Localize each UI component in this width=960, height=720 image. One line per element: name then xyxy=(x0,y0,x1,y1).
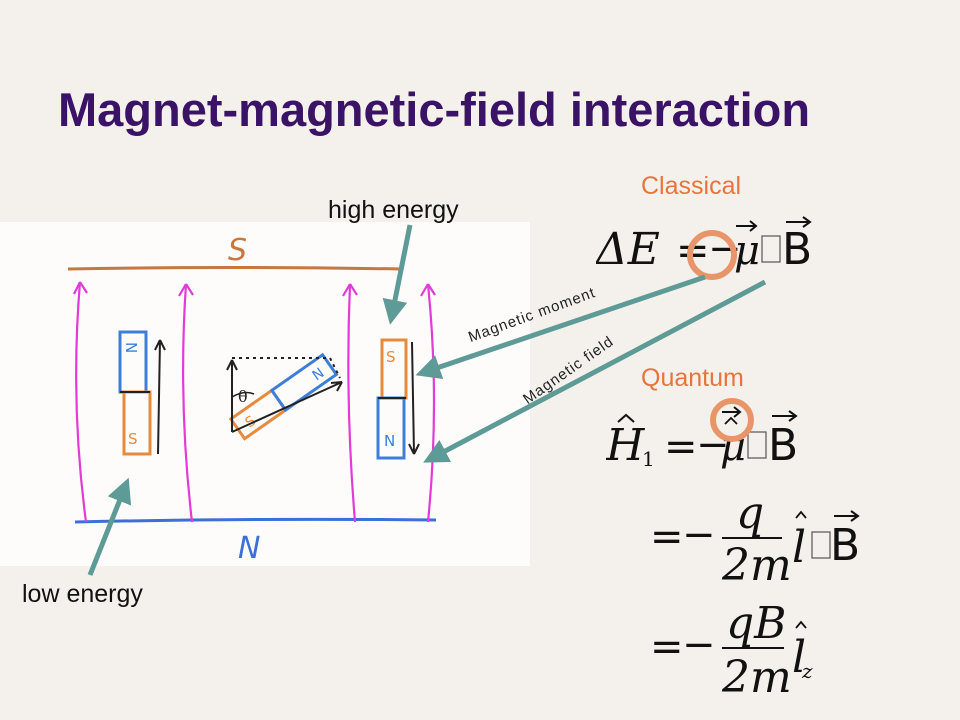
quantum-equation-1: H 1 = − μ B xyxy=(605,402,826,472)
fraction-numerator: q xyxy=(736,488,764,539)
equals-sign: = xyxy=(650,624,684,670)
mu-hat xyxy=(724,416,738,425)
hamiltonian-subscript: 1 xyxy=(642,447,655,471)
angle-theta-label: θ xyxy=(238,387,248,406)
mu-vector-arrow xyxy=(722,406,742,418)
classical-heading: Classical xyxy=(641,172,742,200)
low-energy-arrow xyxy=(87,477,132,576)
minus-sign: − xyxy=(682,512,716,558)
delta-e-term: ΔE xyxy=(596,224,660,275)
south-pole-line xyxy=(67,266,401,271)
north-pole-label: N xyxy=(238,531,260,566)
hamiltonian-term: H xyxy=(606,420,646,471)
equals-sign: = xyxy=(650,514,684,560)
quantum-equation-2: = − q 2m l B xyxy=(650,488,880,591)
b-vector-arrow xyxy=(786,216,812,228)
quantum-equation-1-svg: H 1 = − μ B xyxy=(605,406,798,471)
quantum-equation-3: = − qB 2m l z xyxy=(650,598,850,703)
right-magnet-n-label: N xyxy=(384,432,395,450)
dot-box xyxy=(747,431,767,459)
b-term: B xyxy=(768,420,798,471)
sketch-panel: S N N S S N θ xyxy=(0,222,530,566)
quantum-equation-3-svg: = − qB 2m l z xyxy=(650,598,813,703)
minus-sign: − xyxy=(682,622,716,668)
field-line-1-head xyxy=(73,281,88,295)
quantum-equation-2-svg: = − q 2m l B xyxy=(650,488,860,591)
slide-title: Magnet-magnetic-field interaction xyxy=(58,83,811,136)
fraction-numerator: qB xyxy=(726,598,787,649)
high-energy-arrow xyxy=(382,224,413,325)
field-line-4 xyxy=(426,283,436,523)
b-vector-arrow xyxy=(834,510,860,522)
sketch-drawing: S N N S S N θ xyxy=(67,233,437,566)
projection-dashes xyxy=(232,357,341,379)
field-line-1 xyxy=(75,281,88,523)
field-line-3 xyxy=(347,283,357,523)
high-energy-label: high energy xyxy=(328,196,459,224)
low-energy-label: low energy xyxy=(22,580,143,608)
mu-term: μ xyxy=(720,424,746,470)
l-operator: l xyxy=(792,632,806,683)
right-moment-arrow xyxy=(408,341,420,455)
l-hat xyxy=(795,620,807,629)
b-vector-arrow xyxy=(772,410,798,422)
field-line-3-head xyxy=(342,283,358,297)
quantum-heading: Quantum xyxy=(641,364,744,392)
equals-sign: = xyxy=(664,424,698,470)
field-lines xyxy=(73,281,436,523)
b-term: B xyxy=(782,224,812,275)
fraction-denominator: 2m xyxy=(721,652,792,702)
north-pole-line xyxy=(74,517,437,524)
mu-term: μ xyxy=(734,228,760,274)
classical-mu-highlight xyxy=(687,230,737,280)
l-operator: l xyxy=(792,522,806,573)
quantum-mu-highlight xyxy=(710,398,754,442)
left-magnet-n-label: N xyxy=(122,342,140,353)
field-line-2-head xyxy=(178,283,194,297)
left-moment-arrow xyxy=(154,339,166,455)
b-term: B xyxy=(830,520,860,571)
mu-vector-arrow xyxy=(736,220,758,232)
magnetic-moment-arrow xyxy=(415,274,706,380)
l-hat xyxy=(795,510,807,519)
south-pole-label: S xyxy=(228,233,247,268)
magnetic-field-arrow xyxy=(423,279,767,463)
field-line-2 xyxy=(181,283,194,523)
middle-moment-arrow xyxy=(231,381,343,433)
field-line-4-head xyxy=(420,283,436,297)
dot-box xyxy=(811,531,831,559)
hamiltonian-hat xyxy=(617,413,635,423)
dot-box xyxy=(761,235,781,263)
l-subscript: z xyxy=(801,659,813,683)
left-magnet-s-label: S xyxy=(128,430,138,448)
fraction-denominator: 2m xyxy=(721,540,792,588)
right-magnet-s-label: S xyxy=(386,348,396,366)
middle-vertical-arrow xyxy=(226,359,238,432)
